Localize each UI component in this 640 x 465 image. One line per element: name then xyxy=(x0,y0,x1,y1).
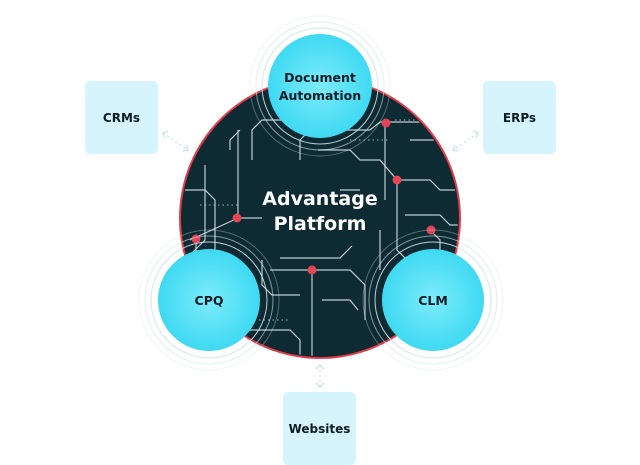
integration-box-erps: ERPs xyxy=(483,81,556,154)
box-bg xyxy=(85,81,158,154)
box-bg xyxy=(483,81,556,154)
arrowhead-erps-out xyxy=(472,130,479,139)
arrowhead-crms-out xyxy=(162,130,169,139)
node-label-line1: Document xyxy=(284,70,356,85)
junction-dot xyxy=(426,225,436,235)
integration-box-websites: Websites xyxy=(283,392,356,465)
platform-title-line1: Advantage xyxy=(262,188,377,210)
connector-crms xyxy=(162,132,189,151)
node-rings xyxy=(362,229,504,371)
box-label: Websites xyxy=(289,422,351,436)
junction-dot xyxy=(307,265,317,275)
node-circle xyxy=(158,249,260,351)
box-label: ERPs xyxy=(503,111,536,125)
integration-box-crms: CRMs xyxy=(85,81,158,154)
node-cpq: CPQ xyxy=(138,229,280,371)
node-circle xyxy=(382,249,484,351)
connector-erps xyxy=(452,132,479,151)
node-circle xyxy=(268,34,372,138)
arrowhead-crms-in xyxy=(182,144,189,152)
circuit-dotted-traces xyxy=(200,119,430,321)
arrowhead-websites-up xyxy=(315,364,325,370)
node-label-line2: Automation xyxy=(279,88,361,103)
arrowhead-websites-down xyxy=(315,382,325,388)
node-document-automation: Document Automation xyxy=(249,15,391,157)
junction-dot xyxy=(191,234,201,244)
node-rings xyxy=(138,229,280,371)
node-label: CPQ xyxy=(195,293,224,308)
arrowhead-erps-in xyxy=(452,144,459,152)
connector-arrowheads xyxy=(162,130,479,388)
node-rings xyxy=(249,15,391,157)
box-bg xyxy=(283,392,356,465)
junction-dot xyxy=(232,213,242,223)
connectors xyxy=(162,132,479,387)
platform-title-line2: Platform xyxy=(274,213,367,235)
junction-dot xyxy=(392,175,402,185)
box-label: CRMs xyxy=(103,111,140,125)
junction-dot xyxy=(381,118,391,128)
node-label: CLM xyxy=(418,293,448,308)
node-clm: CLM xyxy=(362,229,504,371)
